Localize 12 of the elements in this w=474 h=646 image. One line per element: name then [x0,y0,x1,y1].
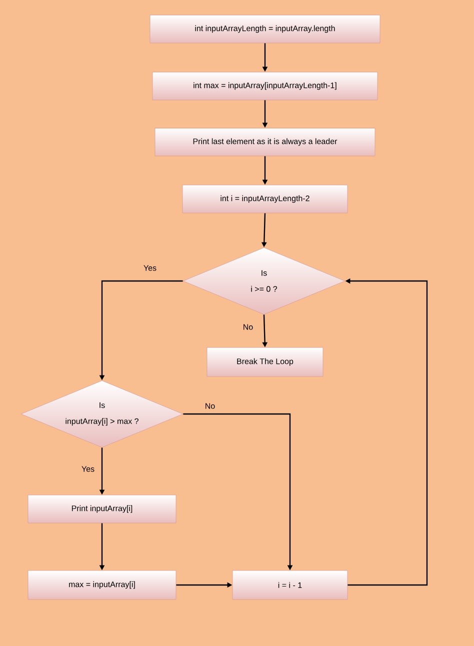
edge-label: No [204,402,216,410]
process-box: int inputArrayLength = inputArray.length [150,14,380,44]
process-box: Break The Loop [206,347,324,377]
edge-label: Yes [142,264,158,272]
process-box: i = i - 1 [232,570,348,600]
process-box: int i = inputArrayLength-2 [182,184,348,214]
process-box: max = inputArray[i] [28,570,176,600]
edge-label: No [242,323,254,331]
edge-label: Yes [80,465,96,473]
process-box: Print last element as it is always a leader [154,128,376,156]
process-box: int max = inputArray[inputArrayLength-1] [152,72,378,100]
process-box: Print inputArray[i] [28,494,176,524]
